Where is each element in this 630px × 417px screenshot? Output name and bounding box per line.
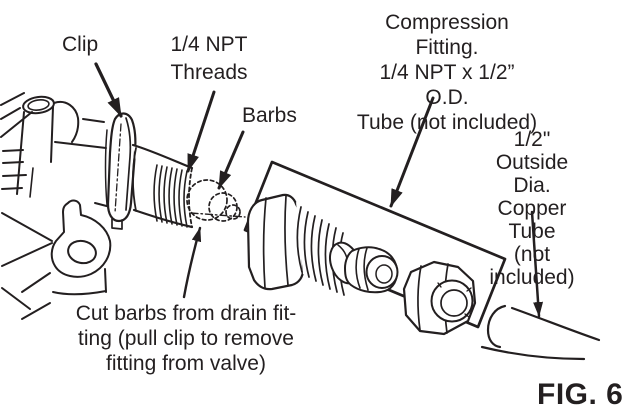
compression-nut	[402, 260, 477, 336]
compression-fitting-label: Compression Fitting. 1/4 NPT x 1/2” O.D.…	[356, 11, 538, 134]
npt-threads-label: 1/4 NPT Threads	[170, 33, 248, 84]
drain-fitting	[131, 143, 246, 229]
cut-barbs-label: Cut barbs from drain fit- ting (pull cli…	[75, 302, 297, 375]
npt-threads-arrow	[186, 90, 216, 173]
compression-fitting-arrow	[389, 96, 435, 208]
copper-tube-arrow	[530, 210, 544, 318]
barbs-arrow	[217, 130, 245, 190]
lever-hole	[67, 239, 97, 265]
valve-body	[0, 92, 119, 320]
copper-tube	[480, 304, 601, 361]
figure-caption: FIG. 6	[537, 378, 624, 411]
drain-lever	[21, 199, 112, 296]
drain-fitting-threads	[153, 164, 188, 228]
cut-barbs-arrow	[182, 226, 202, 299]
fitting-hex-body	[246, 193, 305, 291]
clip-flange	[104, 112, 137, 230]
ferrule	[344, 246, 399, 294]
copper-tube-label: 1/2" Outside Dia. Copper Tube (not inclu…	[489, 128, 575, 289]
barbs-dashed-outline	[186, 179, 241, 222]
clip-label: Clip	[62, 33, 99, 56]
clip-arrow	[94, 62, 123, 118]
leader-arrows	[94, 62, 544, 318]
barbs-label: Barbs	[242, 104, 297, 127]
